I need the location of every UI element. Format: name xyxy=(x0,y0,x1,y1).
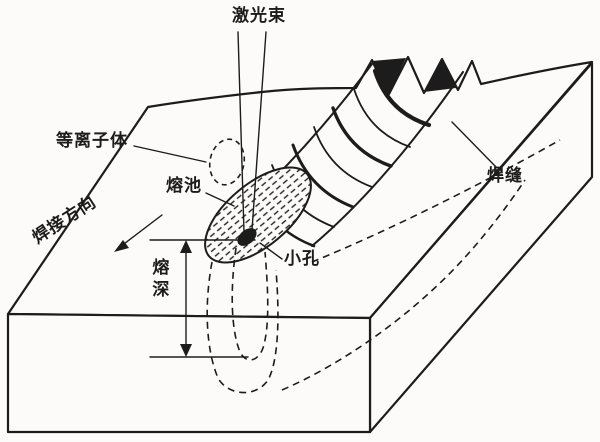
molten-pool-shape xyxy=(204,166,312,264)
molten-pool-label: 熔池 xyxy=(166,176,202,195)
bead-torn-wedge xyxy=(372,58,406,96)
welding-direction-arrow xyxy=(114,214,163,252)
bead-torn-wedge xyxy=(424,60,456,92)
weld-seam-label: 焊缝 xyxy=(487,166,523,185)
hidden-outline-dashes xyxy=(206,139,561,394)
plasma-label: 等离子体 xyxy=(56,131,128,150)
molten-pool-leader xyxy=(205,192,235,207)
arrowhead-down xyxy=(180,344,192,357)
laser-beam-label: 激光束 xyxy=(232,6,286,25)
laser-beam-lines xyxy=(237,31,267,233)
leader-lines xyxy=(133,121,498,260)
keyhole-leader xyxy=(259,242,283,260)
keyhole-label: 小孔 xyxy=(284,249,320,268)
weld-seam-leader xyxy=(451,121,498,169)
plasma-leader xyxy=(133,145,207,163)
block-front-face xyxy=(6,312,372,434)
penetration-measure xyxy=(149,239,256,358)
plasma-outline xyxy=(208,138,246,186)
penetration-depth-label: 熔深 xyxy=(149,258,169,302)
keyhole-shape xyxy=(237,228,257,246)
arrowhead-direction xyxy=(114,240,129,252)
workpiece-block xyxy=(6,55,594,434)
arrowhead-up xyxy=(180,240,192,253)
